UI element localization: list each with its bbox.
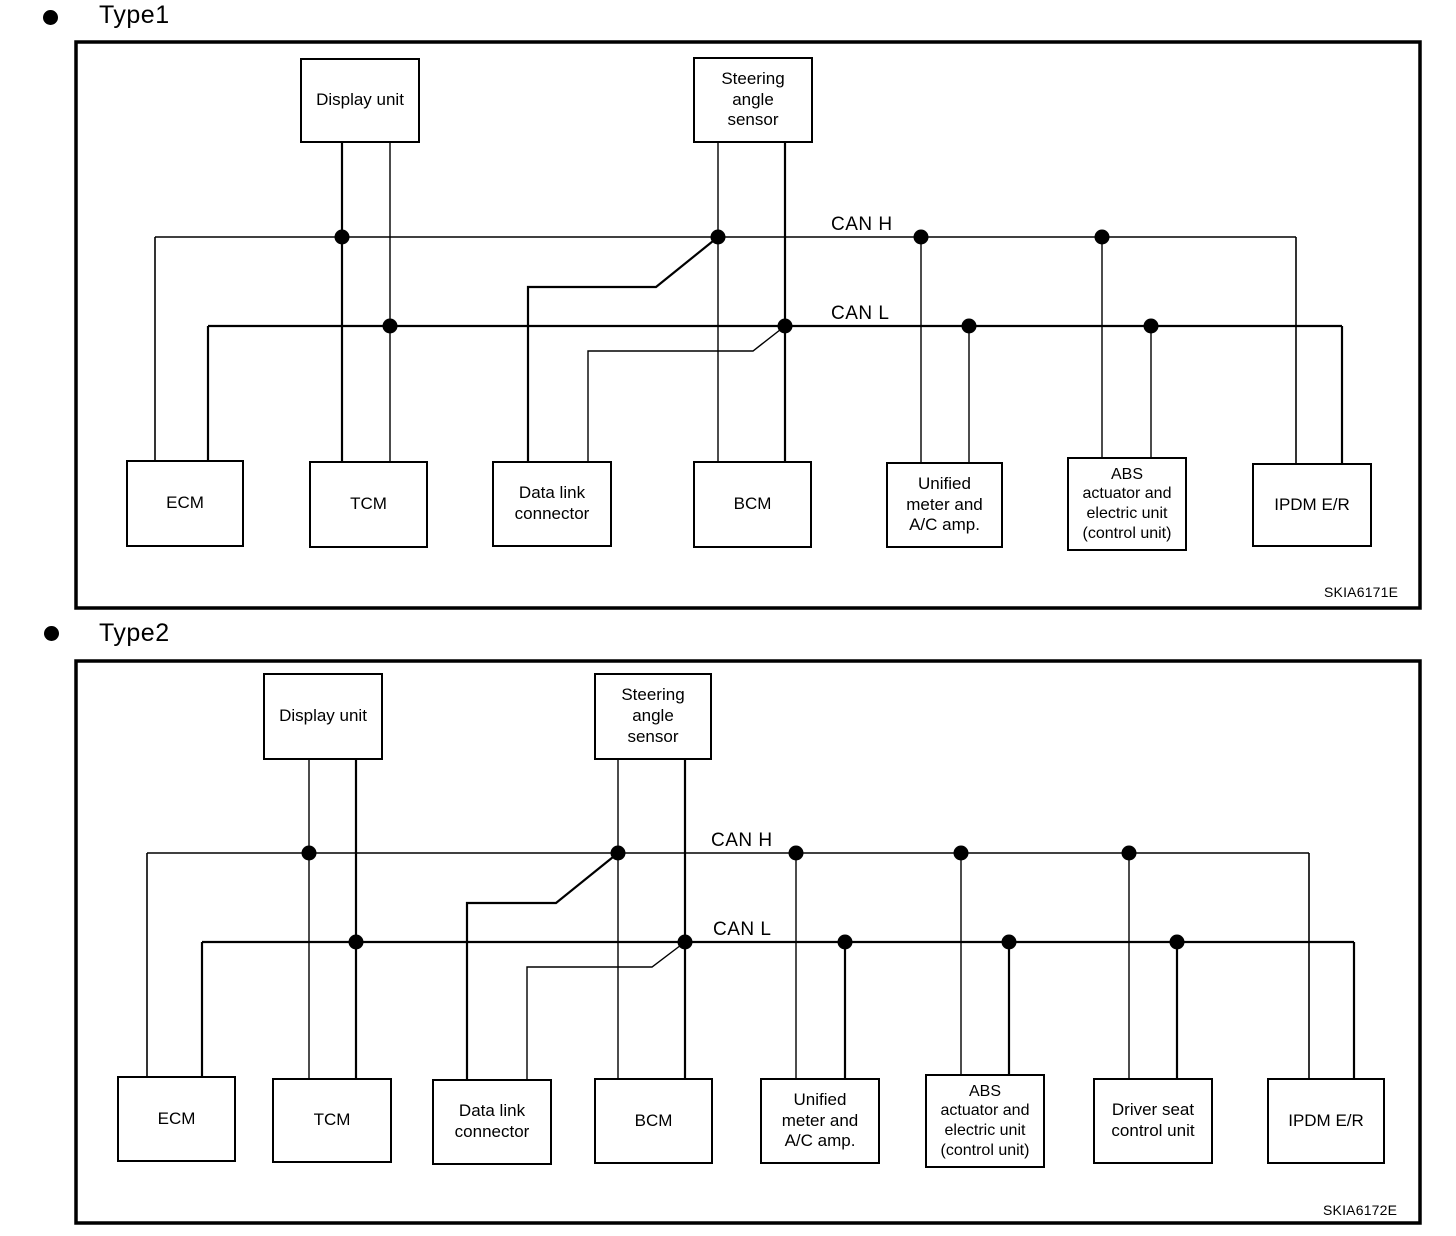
figure-code-type2: SKIA6172E	[1323, 1202, 1398, 1218]
section-title-type2: Type2	[99, 619, 170, 647]
type1-wiring	[74, 40, 1422, 610]
junction-dot	[301, 845, 317, 861]
can-l-label-type2: CAN L	[713, 919, 772, 940]
type2-dlc-wire-2	[526, 941, 686, 1079]
junction-dot	[710, 229, 726, 245]
type1-dlc-wire-1	[526, 236, 719, 461]
bullet-icon	[43, 10, 58, 25]
junction-dot	[1121, 845, 1137, 861]
junction-dot	[953, 845, 969, 861]
can-h-label-type1: CAN H	[831, 214, 893, 235]
node-steering-angle-sensor-type2: Steering angle sensor	[594, 673, 712, 760]
junction-dot	[334, 229, 350, 245]
type2-dlc-wire-1	[465, 852, 619, 1079]
junction-dot	[788, 845, 804, 861]
node-abs-actuator-type1: ABS actuator and electric unit (control …	[1067, 457, 1187, 551]
type2-wiring	[74, 659, 1422, 1225]
node-tcm-type1: TCM	[309, 461, 428, 548]
junction-dot	[1143, 318, 1159, 334]
type2-frame	[74, 659, 1422, 1225]
type1-frame	[74, 40, 1422, 610]
node-driver-seat-type2: Driver seat control unit	[1093, 1078, 1213, 1164]
node-bcm-type1: BCM	[693, 461, 812, 548]
junction-dot	[777, 318, 793, 334]
node-steering-angle-sensor-type1: Steering angle sensor	[693, 57, 813, 143]
node-display-unit-type1: Display unit	[300, 58, 420, 143]
node-ipdm-type1: IPDM E/R	[1252, 463, 1372, 547]
junction-dot	[382, 318, 398, 334]
section-title-type1: Type1	[99, 1, 170, 29]
junction-dot	[677, 934, 693, 950]
can-h-label-type2: CAN H	[711, 830, 773, 851]
node-data-link-connector-type1: Data link connector	[492, 461, 612, 547]
junction-dot	[1169, 934, 1185, 950]
node-ipdm-type2: IPDM E/R	[1267, 1078, 1385, 1164]
node-display-unit-type2: Display unit	[263, 673, 383, 760]
junction-dot	[1001, 934, 1017, 950]
type1-dlc-wire-2	[587, 325, 786, 461]
bullet-icon	[44, 626, 59, 641]
junction-dot	[1094, 229, 1110, 245]
node-bcm-type2: BCM	[594, 1078, 713, 1164]
node-unified-meter-type2: Unified meter and A/C amp.	[760, 1078, 880, 1164]
node-abs-actuator-type2: ABS actuator and electric unit (control …	[925, 1074, 1045, 1168]
junction-dot	[610, 845, 626, 861]
node-tcm-type2: TCM	[272, 1078, 392, 1163]
node-ecm-type2: ECM	[117, 1076, 236, 1162]
node-ecm-type1: ECM	[126, 460, 244, 547]
node-data-link-connector-type2: Data link connector	[432, 1079, 552, 1165]
junction-dot	[961, 318, 977, 334]
figure-code-type1: SKIA6171E	[1324, 584, 1399, 600]
junction-dot	[837, 934, 853, 950]
junction-dot	[913, 229, 929, 245]
can-l-label-type1: CAN L	[831, 303, 890, 324]
node-unified-meter-type1: Unified meter and A/C amp.	[886, 462, 1003, 548]
junction-dot	[348, 934, 364, 950]
